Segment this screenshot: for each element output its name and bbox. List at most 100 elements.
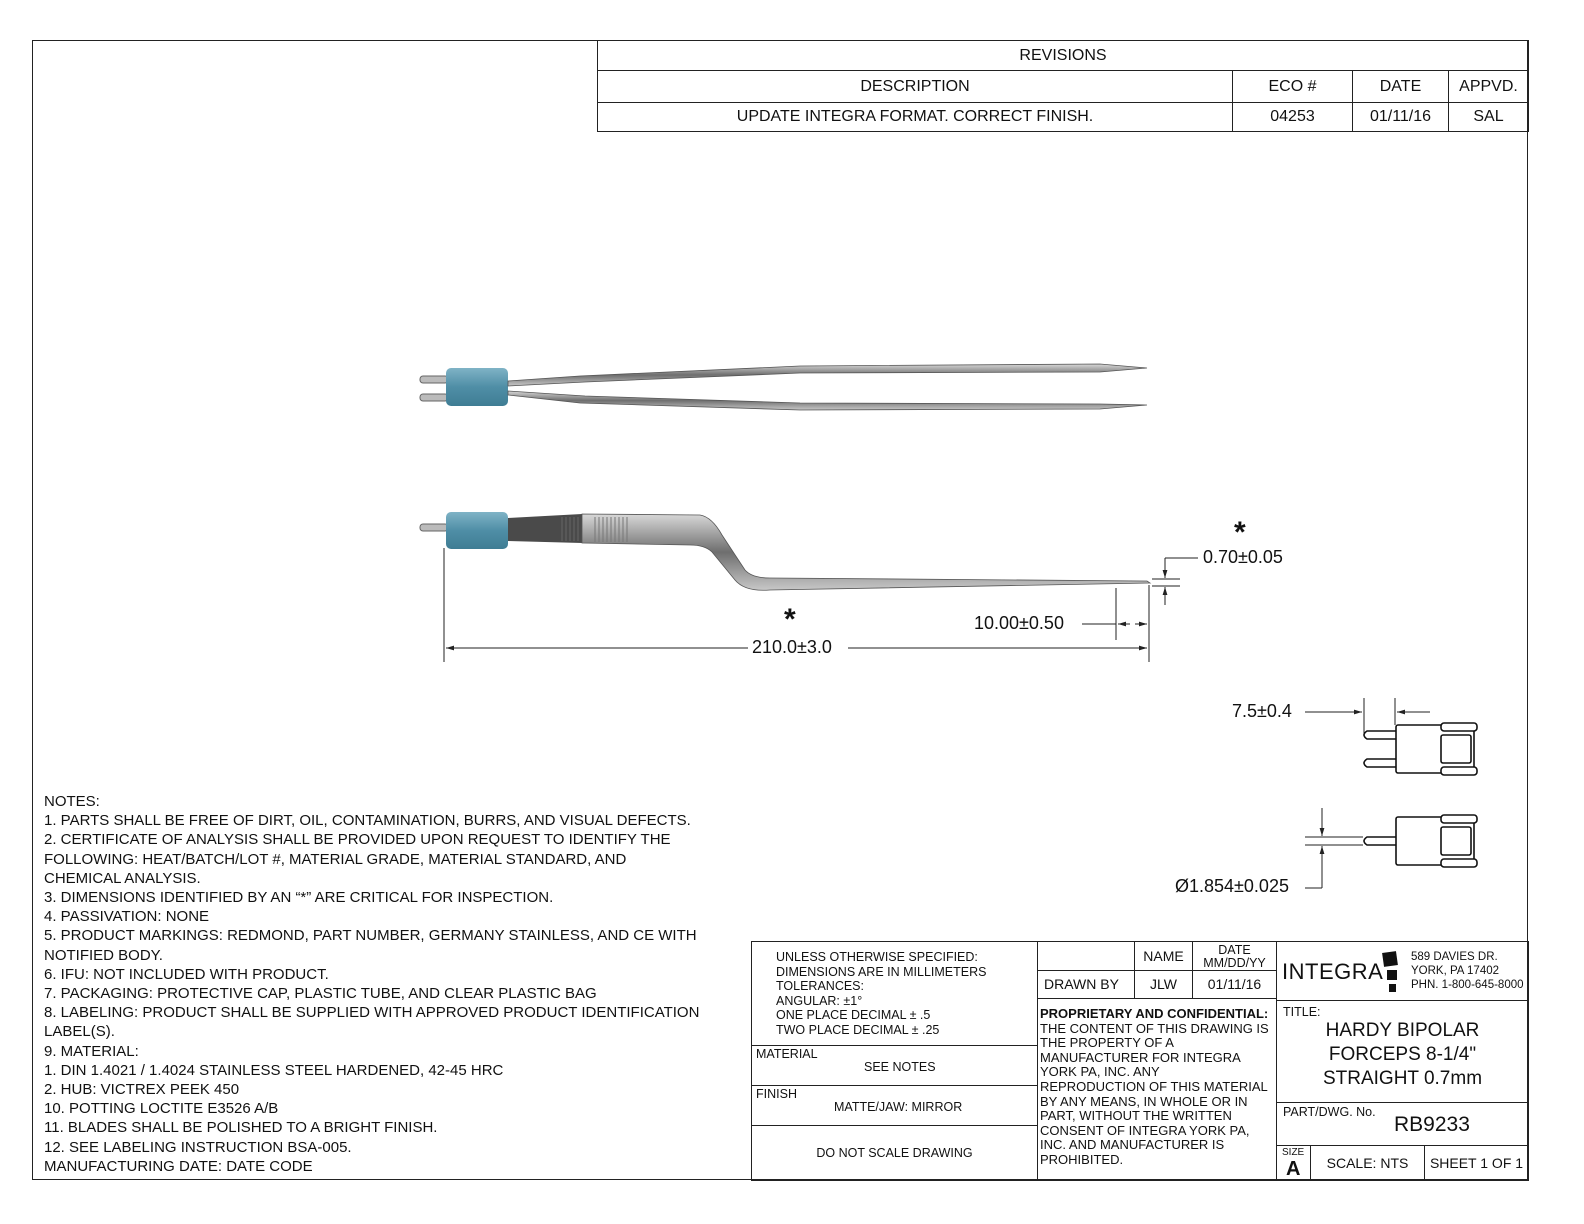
forceps-top-view	[419, 363, 1148, 411]
size-value: A	[1286, 1158, 1301, 1180]
size-label: SIZE	[1282, 1147, 1305, 1158]
note-line: 1. PARTS SHALL BE FREE OF DIRT, OIL, CON…	[44, 812, 691, 830]
proprietary-heading: PROPRIETARY AND CONFIDENTIAL:	[1040, 1006, 1269, 1021]
hub-pin	[419, 523, 449, 532]
proprietary-line: THE PROPERTY OF A	[1040, 1035, 1174, 1051]
material-value: SEE NOTES	[864, 1060, 936, 1074]
tolerance-line: TOLERANCES:	[776, 979, 864, 994]
title-cell: TITLE: HARDY BIPOLAR FORCEPS 8-1/4" STRA…	[1276, 1000, 1529, 1103]
tolerance-line: UNLESS OTHERWISE SPECIFIED:	[776, 950, 978, 964]
tolerances-cell: UNLESS OTHERWISE SPECIFIED: DIMENSIONS A…	[751, 941, 1038, 1046]
title-label: TITLE:	[1283, 1005, 1321, 1019]
note-line: 12. SEE LABELING INSTRUCTION BSA-005.	[44, 1138, 352, 1156]
note-line: 3. DIMENSIONS IDENTIFIED BY AN “*” ARE C…	[44, 889, 554, 907]
drawing-title-line: STRAIGHT 0.7mm	[1322, 1068, 1483, 1089]
blade	[581, 513, 1152, 591]
hub	[446, 368, 508, 406]
dimension-lines	[443, 548, 1430, 889]
finish-value: MATTE/JAW: MIRROR	[834, 1100, 963, 1114]
tolerance-line: ANGULAR: ±1°	[776, 993, 863, 1008]
proprietary-line: INC. AND MANUFACTURER IS	[1040, 1137, 1225, 1153]
proprietary-line: YORK PA, INC. ANY	[1040, 1064, 1160, 1080]
notes-heading: NOTES:	[44, 793, 100, 810]
drawing-title-line: HARDY BIPOLAR	[1325, 1020, 1480, 1041]
logo-block-icon	[1389, 984, 1396, 992]
forceps-side-view	[419, 512, 1152, 591]
note-line: 2. CERTIFICATE OF ANALYSIS SHALL BE PROV…	[44, 831, 671, 849]
note-line: MANUFACTURING DATE: DATE CODE	[44, 1157, 313, 1175]
blank-header-cell	[1037, 941, 1135, 971]
size-cell: SIZE A	[1276, 1145, 1311, 1181]
overall-length-dimension: 210.0±3.0	[752, 637, 832, 657]
do-not-scale-note: DO NOT SCALE DRAWING	[751, 1125, 1038, 1181]
connector-front-view	[1363, 722, 1478, 776]
note-line: 5. PRODUCT MARKINGS: REDMOND, PART NUMBE…	[44, 927, 697, 945]
note-line: 8. LABELING: PRODUCT SHALL BE SUPPLIED W…	[44, 1004, 700, 1022]
part-number-cell: PART/DWG. No. RB9233	[1276, 1102, 1529, 1146]
address-line: YORK, PA 17402	[1411, 965, 1500, 977]
revision-approved: SAL	[1448, 102, 1529, 132]
pin-diameter-dimension: Ø1.854±0.025	[1175, 876, 1289, 896]
grip-ribs	[561, 517, 579, 541]
hub	[446, 512, 508, 549]
note-line: CHEMICAL ANALYSIS.	[44, 869, 201, 887]
tolerance-line: DIMENSIONS ARE IN MILLIMETERS	[776, 964, 987, 979]
note-line: 9. MATERIAL:	[44, 1042, 139, 1060]
proprietary-line: BY ANY MEANS, IN WHOLE OR IN	[1040, 1093, 1248, 1109]
part-number: RB9233	[1394, 1113, 1470, 1136]
critical-mark: *	[784, 603, 796, 636]
tolerance-line: ONE PLACE DECIMAL ± .5	[776, 1008, 931, 1023]
tolerance-line: TWO PLACE DECIMAL ± .25	[776, 1022, 940, 1037]
sheet-number: SHEET 1 OF 1	[1424, 1145, 1529, 1181]
hub-pin	[419, 375, 449, 384]
connector-side-view	[1363, 814, 1478, 868]
proprietary-line: REPRODUCTION OF THIS MATERIAL	[1040, 1078, 1268, 1094]
note-line: LABEL(S).	[44, 1023, 115, 1041]
proprietary-line: THE CONTENT OF THIS DRAWING IS	[1040, 1020, 1269, 1036]
finish-label: FINISH	[756, 1087, 797, 1101]
material-label: MATERIAL	[756, 1047, 818, 1061]
note-line: 10. POTTING LOCTITE E3526 A/B	[44, 1100, 279, 1118]
proprietary-line: PART, WITHOUT THE WRITTEN	[1040, 1108, 1232, 1124]
proprietary-line: MANUFACTURER FOR INTEGRA	[1040, 1049, 1241, 1065]
note-line: 4. PASSIVATION: NONE	[44, 908, 210, 926]
critical-mark: *	[1234, 516, 1246, 549]
note-line: 6. IFU: NOT INCLUDED WITH PRODUCT.	[44, 965, 329, 983]
scale: SCALE: NTS	[1310, 1145, 1425, 1181]
note-line: 11. BLADES SHALL BE POLISHED TO A BRIGHT…	[44, 1119, 438, 1137]
company-cell: INTEGRA 589 DAVIES DR. YORK, PA 17402 PH…	[1276, 941, 1529, 1001]
name-header: NAME	[1134, 941, 1193, 971]
pin-length-dimension: 7.5±0.4	[1232, 701, 1292, 721]
drawn-by-label: DRAWN BY	[1037, 970, 1135, 999]
part-number-label: PART/DWG. No.	[1283, 1105, 1376, 1119]
address-line: 589 DAVIES DR.	[1411, 951, 1498, 963]
note-line: 2. HUB: VICTREX PEEK 450	[44, 1081, 240, 1099]
address-line: PHN. 1-800-645-8000	[1411, 979, 1524, 991]
date-header: DATE	[1218, 943, 1251, 957]
proprietary-line: PROHIBITED.	[1040, 1151, 1124, 1167]
proprietary-line: CONSENT OF INTEGRA YORK PA,	[1040, 1122, 1250, 1138]
company-logo: INTEGRA	[1282, 959, 1384, 984]
drawing-title-line: FORCEPS 8-1/4"	[1328, 1044, 1477, 1065]
note-line: 1. DIN 1.4021 / 1.4024 STAINLESS STEEL H…	[44, 1061, 504, 1079]
finish-cell: FINISH MATTE/JAW: MIRROR	[751, 1085, 1038, 1126]
insulated-handle	[508, 514, 582, 543]
material-cell: MATERIAL SEE NOTES	[751, 1045, 1038, 1086]
drawn-by-date: 01/11/16	[1192, 970, 1277, 999]
note-line: NOTIFIED BODY.	[44, 946, 163, 964]
hub-pin	[419, 393, 449, 402]
logo-block-icon	[1387, 970, 1397, 980]
drawn-by-name: JLW	[1134, 970, 1193, 999]
note-line: FOLLOWING: HEAT/BATCH/LOT #, MATERIAL GR…	[44, 850, 627, 868]
note-line: 7. PACKAGING: PROTECTIVE CAP, PLASTIC TU…	[44, 985, 597, 1003]
notes: NOTES: 1. PARTS SHALL BE FREE OF DIRT, O…	[44, 792, 699, 1176]
logo-block-icon	[1382, 951, 1398, 967]
lower-blade	[507, 390, 1148, 411]
tip-length-dimension: 10.00±0.50	[974, 613, 1064, 633]
proprietary-cell: PROPRIETARY AND CONFIDENTIAL: THE CONTEN…	[1037, 998, 1277, 1181]
date-header-cell: DATE MM/DD/YY	[1192, 941, 1277, 971]
tip-width-dimension: 0.70±0.05	[1203, 547, 1283, 567]
upper-blade	[507, 363, 1148, 387]
